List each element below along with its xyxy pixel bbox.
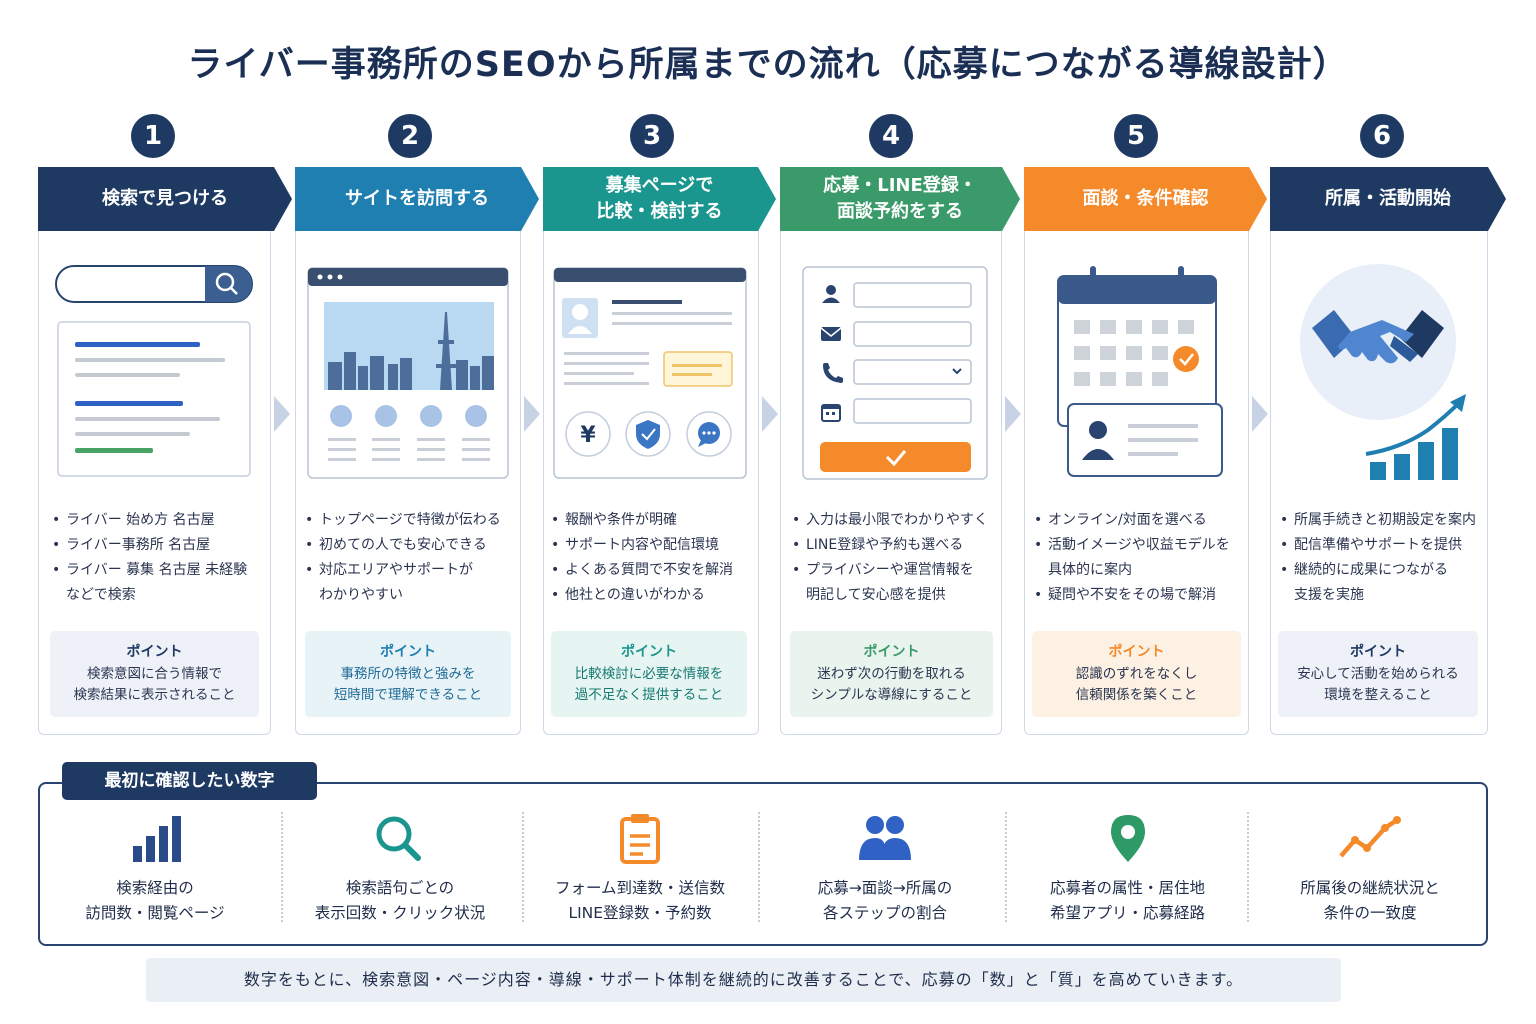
mail-icon <box>820 327 842 341</box>
step-number: 6 <box>1360 114 1404 158</box>
calendar-icon <box>821 404 841 422</box>
search-results-illustration <box>55 265 253 477</box>
user-icon <box>822 285 840 303</box>
chevron-down-icon <box>952 368 962 375</box>
metric-divider <box>522 812 524 922</box>
point-box: ポイント 安心して活動を始められる 環境を整えること <box>1278 631 1478 717</box>
step-number: 5 <box>1114 114 1158 158</box>
step-banner: サイトを訪問する <box>295 167 539 231</box>
phone-select <box>853 359 972 385</box>
search-icon <box>215 272 235 292</box>
step-number: 3 <box>630 114 674 158</box>
step-bullets: 報酬や条件が明確 サポート内容や配信環境 よくある質問で不安を解消 他社との違い… <box>551 508 756 608</box>
application-form-illustration <box>802 266 988 480</box>
yen-icon <box>565 411 611 457</box>
step-banner: 応募・LINE登録・ 面談予約をする <box>780 167 1020 231</box>
search-button-shape <box>205 266 252 302</box>
point-box: ポイント 迷わず次の行動を取れる シンプルな導線にすること <box>790 631 993 717</box>
step-banner: 所属・活動開始 <box>1270 167 1506 231</box>
check-icon <box>885 450 907 467</box>
name-field <box>853 282 972 308</box>
recruit-page-illustration: ¥ <box>553 267 747 479</box>
check-circle-icon <box>1173 346 1199 372</box>
metrics-panel <box>38 782 1488 946</box>
metric-item: 検索語句ごとの 表示回数・クリック状況 <box>300 812 500 926</box>
flow-arrow <box>762 396 778 432</box>
metric-item: フォーム到達数・送信数 LINE登録数・予約数 <box>535 812 745 926</box>
growth-bars <box>1370 428 1458 480</box>
metric-divider <box>1005 812 1007 922</box>
step-bullets: 所属手続きと初期設定を案内 配信準備やサポートを提供 継続的に成果につながる 支… <box>1280 508 1490 608</box>
search-box <box>55 265 253 303</box>
step-number: 2 <box>388 114 432 158</box>
metric-divider <box>1247 812 1249 922</box>
metrics-title: 最初に確認したい数字 <box>62 762 317 800</box>
city-skyline <box>328 312 494 390</box>
step-bullets: ライバー 始め方 名古屋 ライバー事務所 名古屋 ライバー 募集 名古屋 未経験… <box>52 508 267 608</box>
svg-text:¥: ¥ <box>580 423 596 448</box>
date-field <box>853 398 972 424</box>
clipboard-icon <box>620 814 660 864</box>
step-banner: 検索で見つける <box>38 167 292 231</box>
step-bullets: トップページで特徴が伝わる 初めての人でも安心できる 対応エリアやサポートが わ… <box>305 508 520 608</box>
metric-item: 応募→面談→所属の 各ステップの割合 <box>785 812 985 926</box>
interview-calendar-illustration <box>1057 266 1223 477</box>
magnifier-icon <box>376 816 421 861</box>
step-banner: 面談・条件確認 <box>1024 167 1267 231</box>
submit-button <box>820 442 971 472</box>
metric-item: 応募者の属性・居住地 希望アプリ・応募経路 <box>1025 812 1230 926</box>
metric-divider <box>281 812 283 922</box>
step-bullets: 入力は最小限でわかりやすく LINE登録や予約も選べる プライバシーや運営情報を… <box>792 508 1002 608</box>
step-banner: 募集ページで 比較・検討する <box>543 167 776 231</box>
step-number: 4 <box>869 114 913 158</box>
flow-arrow <box>524 396 540 432</box>
bar-chart-icon <box>133 816 181 862</box>
flow-arrow <box>1005 396 1021 432</box>
point-box: ポイント 認識のずれをなくし 信頼関係を築くこと <box>1032 631 1241 717</box>
location-pin-icon <box>1110 815 1145 862</box>
handshake-growth-illustration <box>1300 264 1466 480</box>
flow-arrow <box>274 396 290 432</box>
point-box: ポイント 比較検討に必要な情報を 過不足なく提供すること <box>551 631 747 717</box>
browser-bar <box>308 268 508 286</box>
trend-line-icon <box>1339 816 1401 858</box>
point-box: ポイント 検索意図に合う情報で 検索結果に表示されること <box>50 631 259 717</box>
point-box: ポイント 事務所の特徴と強みを 短時間で理解できること <box>305 631 511 717</box>
user-icon <box>1089 421 1107 439</box>
step-bullets: オンライン/対面を選べる 活動イメージや収益モデルを 具体的に案内 疑問や不安を… <box>1034 508 1249 608</box>
footer-note: 数字をもとに、検索意図・ページ内容・導線・サポート体制を継続的に改善することで、… <box>146 958 1341 1002</box>
step-number: 1 <box>131 114 175 158</box>
email-field <box>853 321 972 347</box>
website-illustration <box>307 267 509 479</box>
trend-arrow <box>1365 400 1462 456</box>
flow-arrow <box>1252 396 1268 432</box>
people-icon <box>859 816 911 860</box>
phone-icon <box>823 363 843 383</box>
search-icon-handle <box>230 287 238 295</box>
highlight-note <box>663 351 733 387</box>
handshake-icon <box>1312 310 1444 364</box>
metric-item: 検索経由の 訪問数・閲覧ページ <box>60 812 250 926</box>
metric-item: 所属後の継続状況と 条件の一致度 <box>1270 812 1470 926</box>
page-title: ライバー事務所のSEOから所属までの流れ（応募につながる導線設計） <box>187 45 1349 85</box>
metric-divider <box>758 812 760 922</box>
